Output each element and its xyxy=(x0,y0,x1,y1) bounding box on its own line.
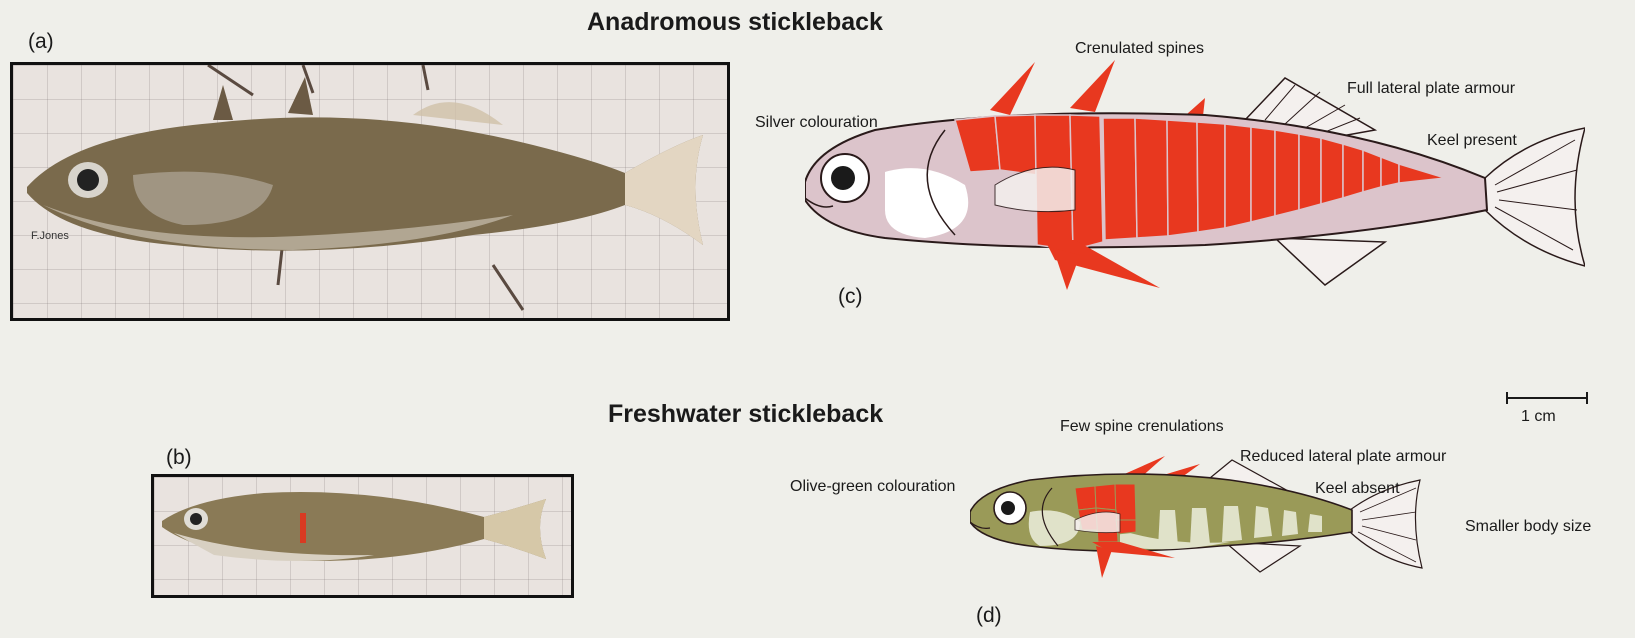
panel-label-d: (d) xyxy=(976,604,1002,628)
annotation-silver-colouration: Silver colouration xyxy=(755,114,878,132)
scale-bar-label: 1 cm xyxy=(1521,408,1556,426)
photo-credit: F.Jones xyxy=(31,230,69,242)
freshwater-drawing xyxy=(970,450,1450,595)
freshwater-photo xyxy=(151,474,574,598)
panel-label-b: (b) xyxy=(166,446,192,470)
annotation-olive-green-colouration: Olive-green colouration xyxy=(790,478,955,496)
annotation-crenulated-spines: Crenulated spines xyxy=(1075,40,1204,58)
annotation-full-lateral-plate-armour: Full lateral plate armour xyxy=(1347,80,1515,98)
anadromous-title: Anadromous stickleback xyxy=(587,8,883,37)
annotation-keel-absent: Keel absent xyxy=(1315,480,1400,498)
annotation-reduced-lateral-plate-armour: Reduced lateral plate armour xyxy=(1240,448,1446,466)
annotation-keel-present: Keel present xyxy=(1427,132,1517,150)
annotation-few-spine-crenulations: Few spine crenulations xyxy=(1060,418,1224,436)
freshwater-title: Freshwater stickleback xyxy=(608,400,883,429)
anadromous-photo: F.Jones xyxy=(10,62,730,321)
panel-label-a: (a) xyxy=(28,30,54,54)
annotation-smaller-body-size: Smaller body size xyxy=(1465,518,1591,536)
